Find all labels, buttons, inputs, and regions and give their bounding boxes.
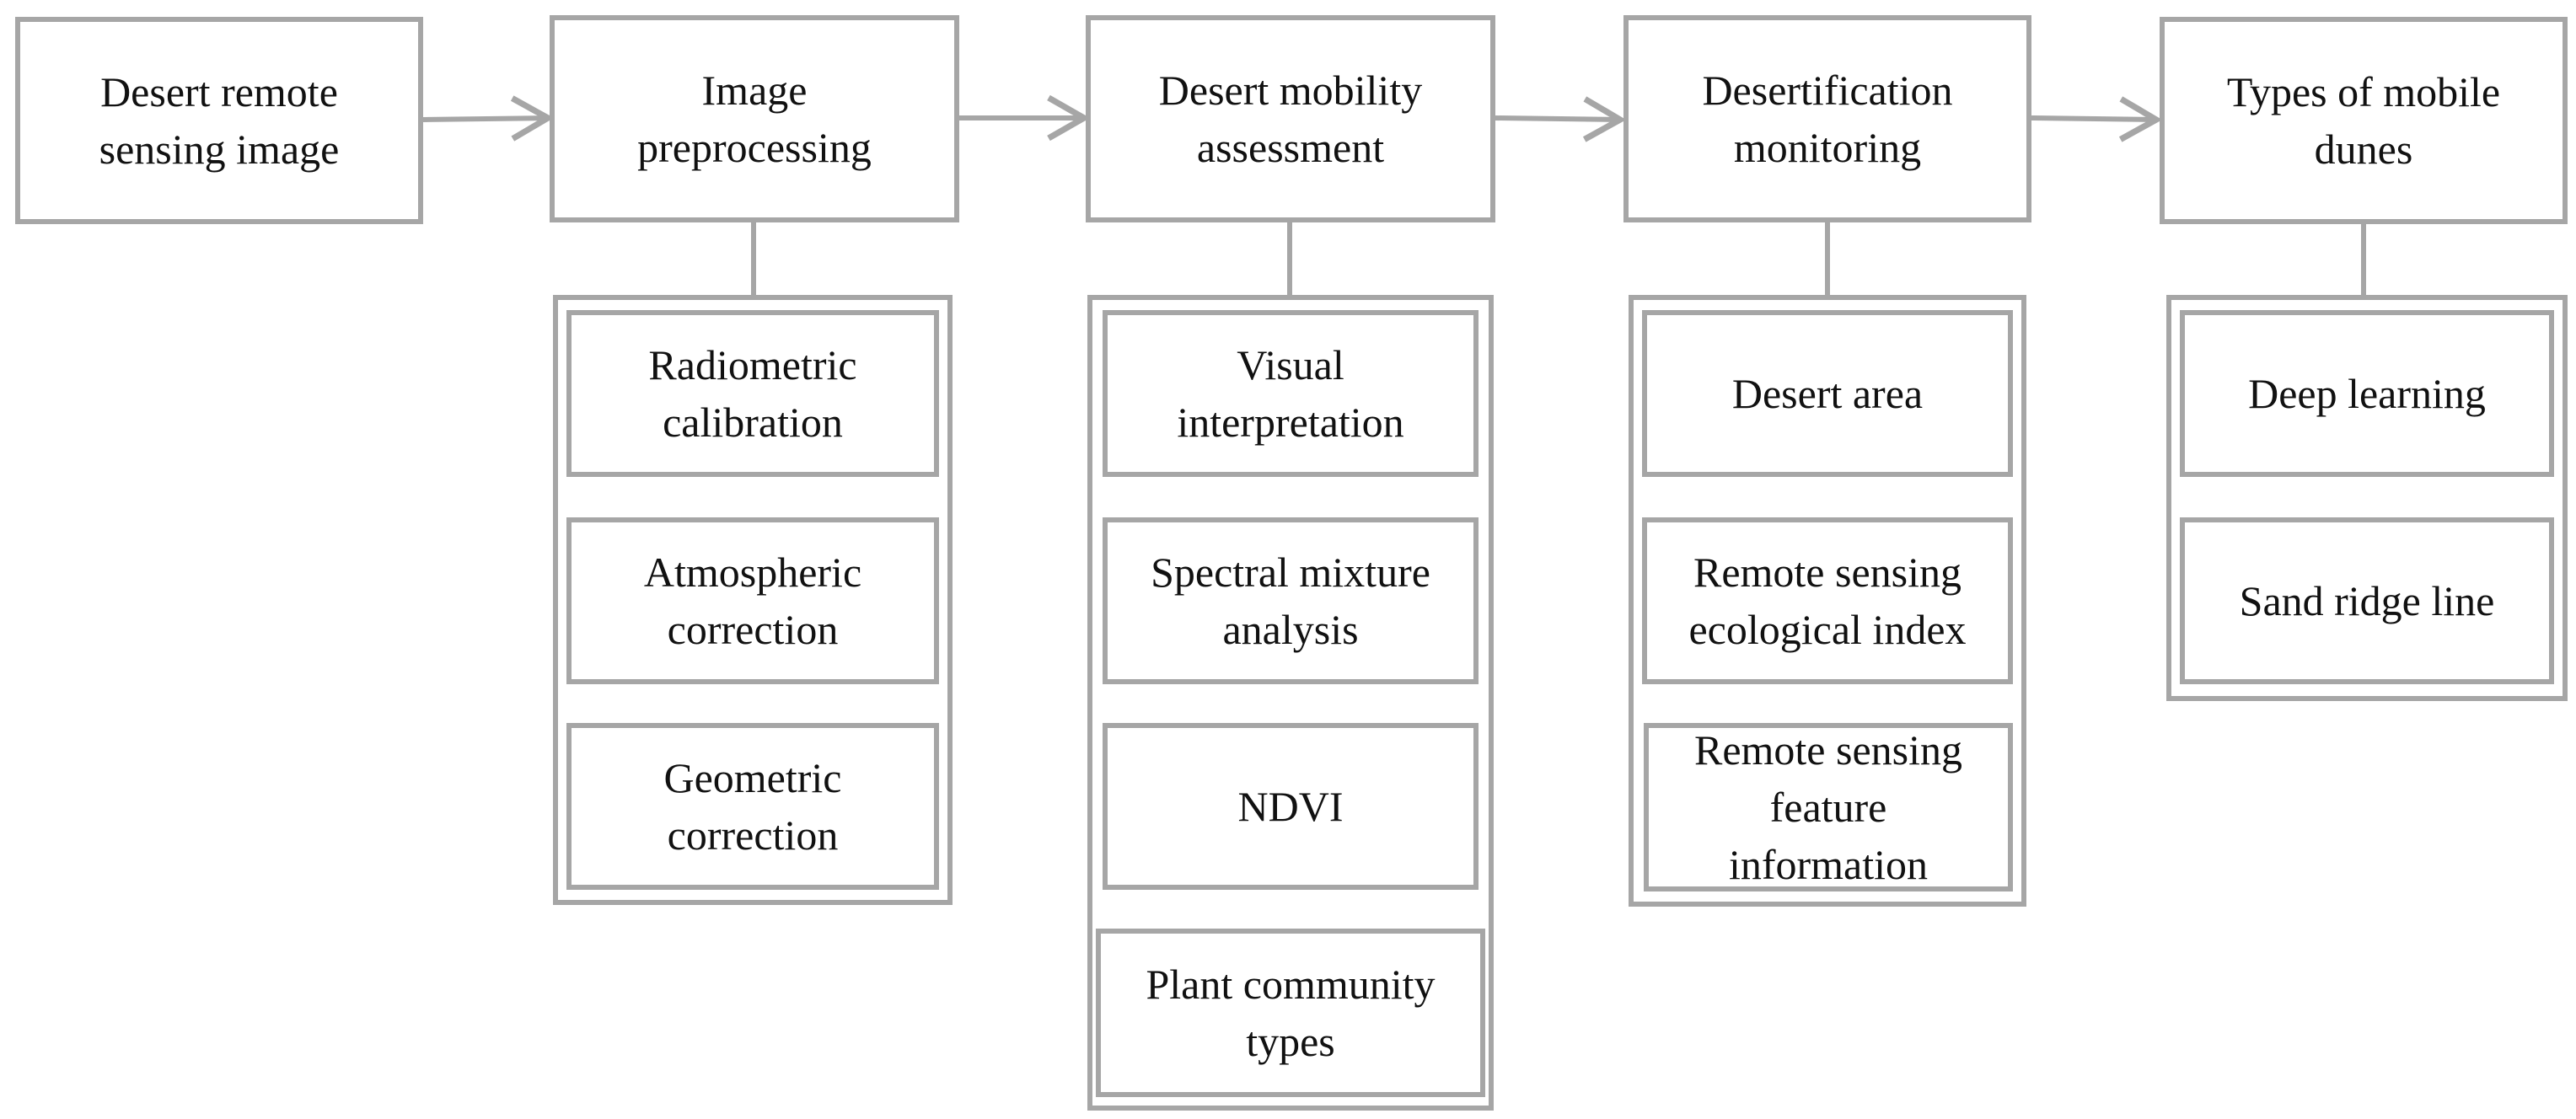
arrow-4-5 <box>2031 96 2163 142</box>
item-desert-area: Desert area <box>1642 310 2013 477</box>
item-geometric-correction: Geometric correction <box>566 723 939 890</box>
item-radiometric-calibration: Radiometric calibration <box>566 310 939 477</box>
item-label: Plant community types <box>1146 961 1436 1065</box>
item-label: Visual interpretation <box>1177 341 1404 446</box>
item-plant-community-types: Plant community types <box>1096 929 1485 1097</box>
item-remote-sensing-ecological-index: Remote sensing ecological index <box>1642 517 2013 684</box>
item-label: Geometric correction <box>663 754 842 859</box>
arrow-3-4 <box>1495 96 1627 142</box>
item-label: Sand ridge line <box>2239 577 2495 624</box>
item-label: Spectral mixture analysis <box>1151 549 1430 653</box>
item-visual-interpretation: Visual interpretation <box>1103 310 1479 477</box>
stage-label: Desert remote sensing image <box>99 68 340 173</box>
item-label: Remote sensing ecological index <box>1688 549 1967 653</box>
item-sand-ridge-line: Sand ridge line <box>2180 517 2554 684</box>
item-spectral-mixture-analysis: Spectral mixture analysis <box>1103 517 1479 684</box>
item-label: Radiometric calibration <box>648 341 857 446</box>
item-deep-learning: Deep learning <box>2180 310 2554 477</box>
stage-desert-remote-sensing-image: Desert remote sensing image <box>15 17 423 224</box>
item-label: Deep learning <box>2248 370 2486 417</box>
item-label: Desert area <box>1731 370 1924 417</box>
stage-image-preprocessing: Image preprocessing <box>550 15 959 222</box>
item-remote-sensing-feature-information: Remote sensing feature information <box>1644 723 2013 891</box>
item-ndvi: NDVI <box>1103 723 1479 890</box>
stage-desertification-monitoring: Desertification monitoring <box>1623 15 2031 222</box>
item-label: NDVI <box>1237 783 1344 830</box>
arrow-1-2 <box>422 95 555 142</box>
stage-label: Types of mobile dunes <box>2226 68 2501 173</box>
stage-label: Desertification monitoring <box>1702 67 1953 171</box>
stage-types-of-mobile-dunes: Types of mobile dunes <box>2160 17 2568 224</box>
item-label: Atmospheric correction <box>643 549 862 653</box>
item-label: Remote sensing feature information <box>1693 726 1963 888</box>
item-atmospheric-correction: Atmospheric correction <box>566 517 939 684</box>
stage-desert-mobility-assessment: Desert mobility assessment <box>1086 15 1495 222</box>
stage-label: Desert mobility assessment <box>1158 67 1423 171</box>
stage-label: Image preprocessing <box>637 67 872 171</box>
